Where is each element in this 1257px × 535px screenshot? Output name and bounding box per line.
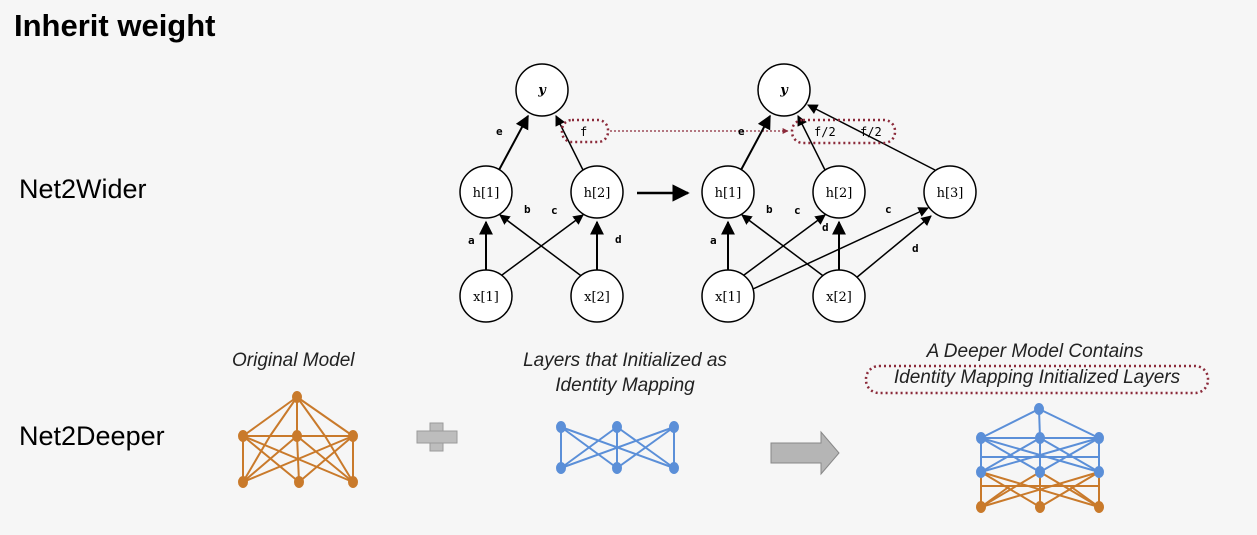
f-highlight-box — [560, 118, 610, 144]
deeper-caption-line1: A Deeper Model Contains — [926, 341, 1144, 362]
f2-highlight-box — [790, 118, 897, 145]
node-x2 — [570, 269, 624, 323]
node-h1 — [459, 165, 513, 219]
edge-label-a: a — [710, 234, 717, 247]
node-x1 — [459, 269, 513, 323]
edge-label-b: b — [524, 203, 531, 216]
node-h1 — [701, 165, 755, 219]
deeper-model-network — [976, 403, 1104, 513]
identity-caption-line2: Identity Mapping — [555, 375, 695, 396]
plus-icon — [416, 422, 458, 452]
edge-h1-y — [740, 114, 771, 171]
edge-h2-y — [555, 115, 584, 171]
edge-label-c: c — [794, 204, 801, 217]
edge-label-f-half: f/2 — [860, 125, 882, 139]
edge-label-a: a — [468, 234, 475, 247]
edge-h1-y — [498, 114, 529, 171]
deeper-caption-line2: Identity Mapping Initialized Layers — [893, 367, 1181, 388]
edge-x1-h2 — [497, 214, 584, 279]
node-y-label: y — [537, 83, 547, 98]
identity-layers-network — [556, 421, 679, 474]
original-model-caption: Original Model — [232, 350, 355, 371]
edge-label-c: c — [551, 204, 558, 217]
node-h3 — [923, 165, 977, 219]
node-x2-label: x[2] — [826, 290, 852, 305]
node-y-label: y — [779, 83, 789, 98]
edge-x1-h3 — [752, 207, 929, 290]
edge-h3-y — [807, 104, 936, 171]
edge-x1-h2 — [739, 214, 826, 279]
net2deeper-label: Net2Deeper — [19, 421, 165, 451]
edge-label-f: f — [580, 125, 587, 139]
node-x1-label: x[1] — [715, 290, 741, 305]
node-h2-label: h[2] — [826, 186, 853, 201]
node-x1-label: x[1] — [473, 290, 499, 305]
node-y — [757, 63, 811, 117]
edge-label-d: d — [615, 233, 622, 246]
edge-x2-h3 — [855, 215, 932, 279]
result-arrow-icon — [770, 430, 840, 476]
node-h2-label: h[2] — [584, 186, 611, 201]
edge-x2-h1 — [499, 214, 585, 279]
node-h2 — [570, 165, 624, 219]
net2wider-label: Net2Wider — [19, 174, 147, 204]
net2wider-right-graph: y h[1] h[2] h[3] x[1] x[2] a b c c d d e… — [701, 63, 977, 323]
node-x2 — [812, 269, 866, 323]
node-h2 — [812, 165, 866, 219]
edge-label-c: c — [885, 203, 892, 216]
identity-caption-highlight — [864, 364, 1210, 395]
node-h1-label: h[1] — [473, 186, 500, 201]
identity-caption-line1: Layers that Initialized as — [523, 350, 727, 371]
edge-label-e: e — [496, 125, 503, 138]
edge-label-b: b — [766, 203, 773, 216]
node-h3-label: h[3] — [937, 186, 964, 201]
edge-x2-h1 — [741, 214, 827, 279]
node-h1-label: h[1] — [715, 186, 742, 201]
edge-h2-y — [797, 115, 826, 171]
node-y — [515, 63, 569, 117]
page-title: Inherit weight — [14, 8, 216, 43]
edge-label-e: e — [738, 125, 745, 138]
node-x2-label: x[2] — [584, 290, 610, 305]
net2wider-left-graph: y h[1] h[2] x[1] x[2] a b c d e f — [459, 63, 624, 323]
edge-label-d: d — [822, 221, 829, 234]
edge-label-f-half: f/2 — [814, 125, 836, 139]
original-model-network — [238, 391, 358, 488]
node-x1 — [701, 269, 755, 323]
edge-label-d: d — [912, 242, 919, 255]
